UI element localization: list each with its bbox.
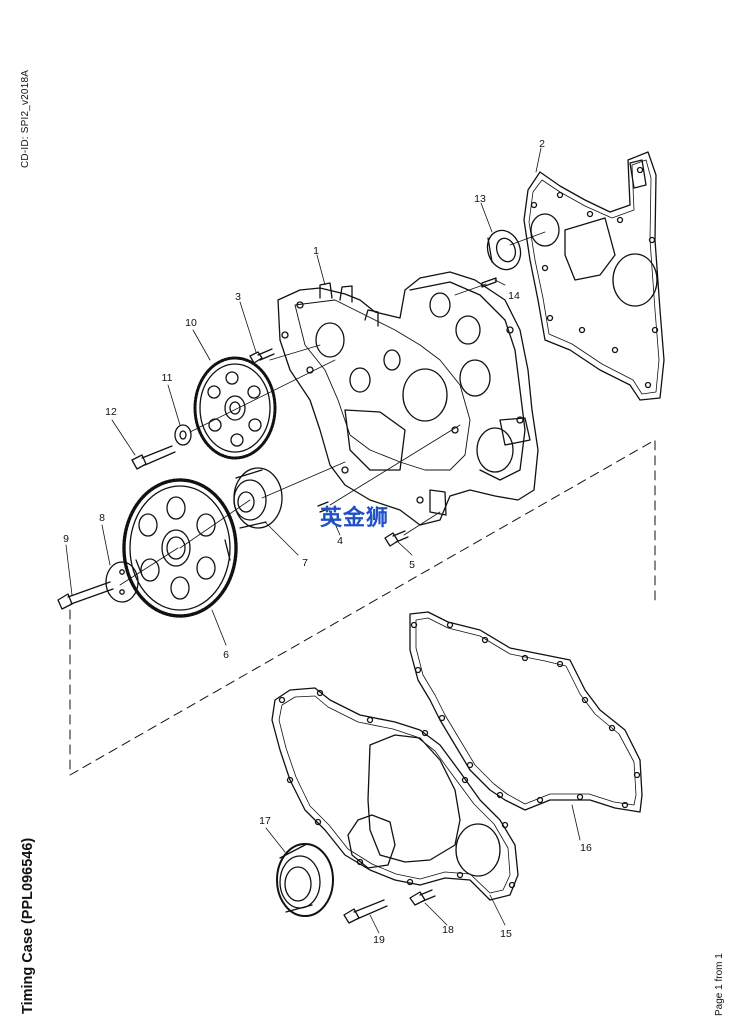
part-18-bolt — [409, 889, 436, 906]
assembly-center-lines — [119, 231, 546, 586]
part-9-bolt — [57, 581, 114, 610]
callout-10: 10 — [185, 317, 197, 329]
part-12-bolt — [131, 445, 176, 470]
callout-13: 13 — [474, 193, 486, 205]
callout-labels: 1 2 3 4 5 6 7 8 9 10 11 12 13 14 15 16 1… — [63, 138, 592, 946]
assembly-boundary — [69, 439, 656, 776]
callout-7: 7 — [302, 557, 308, 569]
part-1-timing-case — [277, 271, 539, 526]
part-14-dowel — [481, 277, 497, 288]
part-3-bolt — [249, 348, 275, 364]
callout-3: 3 — [235, 291, 241, 303]
callout-6: 6 — [223, 649, 229, 661]
callout-16: 16 — [580, 842, 592, 854]
part-6-crank-gear — [122, 478, 238, 618]
part-17-front-seal — [276, 843, 334, 917]
part-19-bolt — [343, 899, 388, 924]
leader-lines — [65, 147, 581, 934]
part-10-idler-gear — [193, 356, 277, 460]
part-16-front-gasket — [409, 611, 643, 813]
callout-17: 17 — [259, 815, 271, 827]
callout-15: 15 — [500, 928, 512, 940]
callout-19: 19 — [373, 934, 385, 946]
callout-12: 12 — [105, 406, 117, 418]
callout-1: 1 — [313, 245, 319, 257]
callout-9: 9 — [63, 533, 69, 545]
watermark-text: 英金狮 — [320, 505, 389, 531]
part-2-rear-gasket — [523, 151, 665, 401]
part-5-bolt — [384, 530, 409, 547]
part-13-oil-seal — [486, 229, 522, 271]
callout-11: 11 — [162, 372, 173, 384]
callout-2: 2 — [539, 138, 545, 150]
callout-4: 4 — [337, 535, 343, 547]
part-8-plate — [105, 561, 139, 603]
part-7-hub — [233, 467, 283, 529]
callout-14: 14 — [508, 290, 520, 302]
part-11-washer — [174, 424, 192, 446]
callout-8: 8 — [99, 512, 105, 524]
callout-5: 5 — [409, 559, 415, 571]
callout-18: 18 — [442, 924, 454, 936]
part-15-front-cover — [271, 687, 519, 901]
